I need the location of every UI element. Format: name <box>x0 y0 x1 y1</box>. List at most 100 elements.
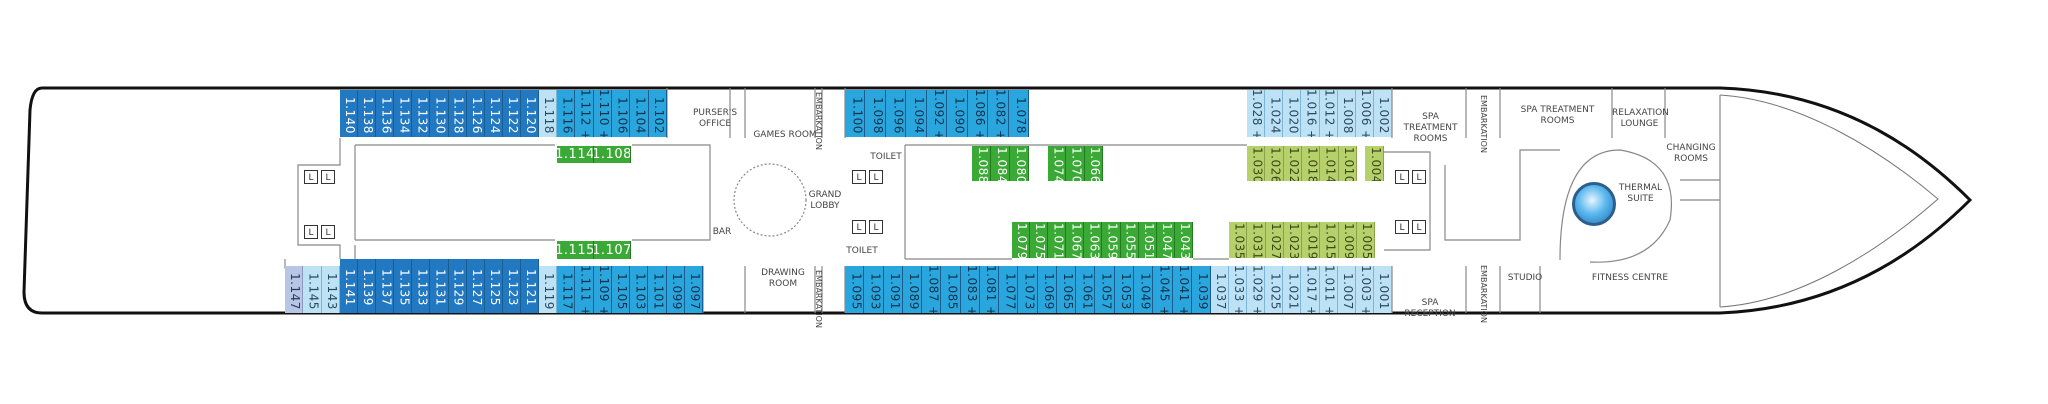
cabin[interactable]: 1.037 <box>1211 266 1230 313</box>
cabin[interactable]: 1.028 + <box>1247 90 1266 137</box>
cabin[interactable]: 1.111 + <box>575 266 594 313</box>
cabin[interactable]: 1.115 <box>557 241 594 259</box>
cabin[interactable]: 1.069 <box>1037 266 1057 313</box>
cabin[interactable]: 1.029 + <box>1247 266 1266 313</box>
cabin[interactable]: 1.126 <box>466 90 485 137</box>
cabin[interactable]: 1.130 <box>430 90 449 137</box>
cabin[interactable]: 1.008 <box>1337 90 1356 137</box>
cabin[interactable]: 1.141 <box>340 259 359 313</box>
cabin[interactable]: 1.047 <box>1156 222 1175 258</box>
cabin[interactable]: 1.114 <box>557 146 594 163</box>
cabin[interactable]: 1.083 + <box>960 266 980 313</box>
cabin[interactable]: 1.001 <box>1373 266 1392 313</box>
cabin[interactable]: 1.017 + <box>1301 266 1320 313</box>
cabin[interactable]: 1.059 <box>1102 222 1121 258</box>
cabin[interactable]: 1.002 <box>1373 90 1392 137</box>
cabin[interactable]: 1.135 <box>394 259 413 313</box>
cabin[interactable]: 1.030 <box>1247 146 1266 181</box>
cabin[interactable]: 1.067 <box>1066 222 1085 258</box>
cabin[interactable]: 1.005 <box>1356 222 1375 258</box>
cabin[interactable]: 1.018 <box>1301 146 1321 181</box>
cabin[interactable]: 1.094 <box>906 90 927 137</box>
cabin[interactable]: 1.003 + <box>1355 266 1374 313</box>
cabin[interactable]: 1.026 <box>1265 146 1284 181</box>
cabin[interactable]: 1.089 <box>902 266 923 313</box>
cabin[interactable]: 1.075 <box>1030 222 1049 258</box>
cabin[interactable]: 1.132 <box>412 90 431 137</box>
cabin[interactable]: 1.110 + <box>593 90 612 137</box>
cabin[interactable]: 1.117 <box>557 266 576 313</box>
cabin[interactable]: 1.080 <box>1010 146 1029 181</box>
cabin[interactable]: 1.099 <box>666 266 685 313</box>
cabin[interactable]: 1.101 <box>648 266 667 313</box>
cabin[interactable]: 1.061 <box>1076 266 1096 313</box>
cabin[interactable]: 1.143 <box>321 266 340 313</box>
cabin[interactable]: 1.011 + <box>1319 266 1338 313</box>
cabin[interactable]: 1.112 + <box>575 90 594 137</box>
cabin[interactable]: 1.138 <box>358 90 377 137</box>
cabin[interactable]: 1.073 <box>1018 266 1038 313</box>
cabin[interactable]: 1.108 <box>594 146 631 163</box>
cabin[interactable]: 1.009 <box>1338 222 1357 258</box>
cabin[interactable]: 1.010 <box>1338 146 1357 181</box>
cabin[interactable]: 1.019 <box>1302 222 1321 258</box>
cabin[interactable]: 1.102 <box>648 90 667 137</box>
cabin[interactable]: 1.016 + <box>1301 90 1320 137</box>
cabin[interactable]: 1.071 <box>1048 222 1067 258</box>
cabin[interactable]: 1.053 <box>1114 266 1134 313</box>
cabin[interactable]: 1.127 <box>466 259 485 313</box>
cabin[interactable]: 1.063 <box>1084 222 1103 258</box>
cabin[interactable]: 1.084 <box>991 146 1010 181</box>
cabin[interactable]: 1.051 <box>1138 222 1157 258</box>
cabin[interactable]: 1.057 <box>1095 266 1115 313</box>
cabin[interactable]: 1.024 <box>1265 90 1284 137</box>
cabin[interactable]: 1.082 + <box>988 90 1009 137</box>
cabin[interactable]: 1.035 <box>1229 222 1248 258</box>
cabin[interactable]: 1.045 + <box>1153 266 1173 313</box>
cabin[interactable]: 1.097 <box>684 266 703 313</box>
cabin[interactable]: 1.109 + <box>593 266 612 313</box>
cabin[interactable]: 1.133 <box>412 259 431 313</box>
cabin[interactable]: 1.096 <box>885 90 907 137</box>
cabin[interactable]: 1.025 <box>1265 266 1284 313</box>
cabin[interactable]: 1.104 <box>630 90 649 137</box>
cabin[interactable]: 1.006 + <box>1355 90 1374 137</box>
cabin[interactable]: 1.066 <box>1084 146 1103 181</box>
cabin[interactable]: 1.106 <box>611 90 631 137</box>
cabin[interactable]: 1.041 + <box>1172 266 1192 313</box>
cabin[interactable]: 1.120 <box>520 90 540 137</box>
cabin[interactable]: 1.103 <box>630 266 649 313</box>
cabin[interactable]: 1.020 <box>1283 90 1302 137</box>
cabin[interactable]: 1.004 <box>1365 146 1384 181</box>
cabin[interactable]: 1.055 <box>1120 222 1139 258</box>
cabin[interactable]: 1.107 <box>594 241 631 259</box>
cabin[interactable]: 1.015 <box>1320 222 1339 258</box>
cabin[interactable]: 1.070 <box>1066 146 1085 181</box>
cabin[interactable]: 1.105 <box>611 266 630 313</box>
cabin[interactable]: 1.147 <box>285 266 303 313</box>
cabin[interactable]: 1.122 <box>502 90 521 137</box>
cabin[interactable]: 1.134 <box>394 90 413 137</box>
cabin[interactable]: 1.012 + <box>1319 90 1338 137</box>
cabin[interactable]: 1.007 <box>1337 266 1356 313</box>
cabin[interactable]: 1.027 <box>1265 222 1284 258</box>
cabin[interactable]: 1.124 <box>484 90 503 137</box>
cabin[interactable]: 1.119 <box>539 266 557 313</box>
cabin[interactable]: 1.074 <box>1048 146 1067 181</box>
cabin[interactable]: 1.091 <box>883 266 903 313</box>
cabin[interactable]: 1.100 <box>845 90 866 137</box>
cabin[interactable]: 1.014 <box>1320 146 1339 181</box>
cabin[interactable]: 1.121 <box>520 259 540 313</box>
cabin[interactable]: 1.031 <box>1247 222 1266 258</box>
cabin[interactable]: 1.137 <box>376 259 395 313</box>
cabin[interactable]: 1.131 <box>430 259 449 313</box>
cabin[interactable]: 1.021 <box>1283 266 1302 313</box>
cabin[interactable]: 1.023 <box>1283 222 1302 258</box>
cabin[interactable]: 1.125 <box>484 259 503 313</box>
cabin[interactable]: 1.095 <box>845 266 865 313</box>
cabin[interactable]: 1.139 <box>358 259 377 313</box>
cabin[interactable]: 1.140 <box>340 90 359 137</box>
cabin[interactable]: 1.039 <box>1191 266 1212 313</box>
cabin[interactable]: 1.078 <box>1008 90 1029 137</box>
cabin[interactable]: 1.098 <box>865 90 886 137</box>
